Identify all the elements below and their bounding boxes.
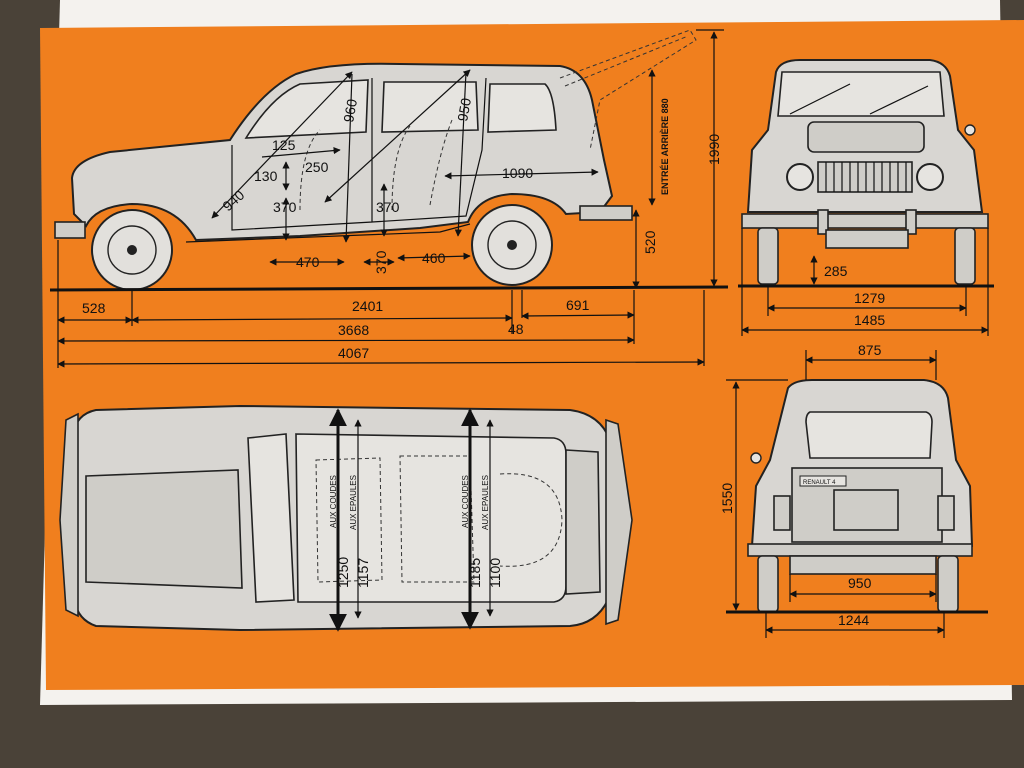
dim-528: 528 xyxy=(82,300,106,316)
rear-bumper xyxy=(579,205,633,221)
label-coudes-rear: AUX COUDES xyxy=(461,475,470,528)
plate xyxy=(833,489,899,531)
dim-370-gap: 370 xyxy=(373,250,389,274)
dim-2401: 2401 xyxy=(352,298,383,314)
dim-285: 285 xyxy=(824,263,848,279)
dim-125: 125 xyxy=(272,137,296,153)
rear-wheel xyxy=(471,204,553,286)
dim-1485: 1485 xyxy=(854,312,885,328)
dim-370-front-seat: 370 xyxy=(273,199,297,215)
dim-950: 950 xyxy=(454,97,474,123)
rear-bumper-top xyxy=(605,418,633,626)
front-tyre-right xyxy=(954,227,976,285)
rear-badge: RENAULT 4 xyxy=(803,480,836,486)
dim-875: 875 xyxy=(858,342,882,358)
dim-470: 470 xyxy=(296,254,320,270)
dim-1250: 1250 xyxy=(335,557,351,588)
rear-window xyxy=(805,411,933,459)
front-bumper-top xyxy=(59,412,79,618)
front-view: 285 1279 1485 xyxy=(738,59,994,336)
ground-line xyxy=(49,285,729,292)
front-wheel xyxy=(91,209,173,291)
rear-light-right xyxy=(937,495,955,531)
tailgate-open-outline xyxy=(559,29,697,151)
bonnet-top xyxy=(85,469,243,589)
label-coudes-front: AUX COUDES xyxy=(329,475,338,528)
rear-view: RENAULT 4 875 1550 950 1244 xyxy=(719,342,988,638)
dim-130: 130 xyxy=(254,168,278,184)
badge-box xyxy=(799,475,847,487)
dim-3668: 3668 xyxy=(338,322,369,338)
dim-1157: 1157 xyxy=(355,558,371,588)
dim-4067: 4067 xyxy=(338,345,369,361)
dim-370-rear-seat: 370 xyxy=(376,199,400,215)
label-epaules-rear: AUX EPAULES xyxy=(481,475,490,530)
dim-520: 520 xyxy=(642,230,658,254)
label-epaules-front: AUX EPAULES xyxy=(349,475,358,530)
rear-bumper-bar xyxy=(747,543,973,557)
side-sill xyxy=(185,223,471,243)
front-tyre-left xyxy=(757,227,779,285)
dim-691: 691 xyxy=(566,297,590,313)
dim-250: 250 xyxy=(305,159,329,175)
front-bumper-bar xyxy=(741,213,989,229)
rear-tyre-left xyxy=(757,555,779,613)
tailgate-top xyxy=(565,449,601,595)
rear-tyre-right xyxy=(937,555,959,613)
rear-entry-label: ENTRÉE ARRIÈRE 880 xyxy=(660,98,670,195)
front-bumper xyxy=(54,221,86,239)
headlight-right xyxy=(916,163,944,191)
bonnet xyxy=(807,121,925,153)
dim-48: 48 xyxy=(508,321,524,337)
rear-light-left xyxy=(773,495,791,531)
dim-1244: 1244 xyxy=(838,612,869,628)
dim-1090: 1090 xyxy=(502,165,533,181)
side-view: 125 130 250 960 950 940 370 370 1090 470… xyxy=(49,29,729,368)
headlight-left xyxy=(786,163,814,191)
dim-960: 960 xyxy=(340,98,360,124)
dim-1550: 1550 xyxy=(719,483,735,514)
windscreen xyxy=(777,71,945,117)
top-view: AUX COUDES AUX EPAULES AUX COUDES AUX EP… xyxy=(59,404,633,632)
side-window-quarter xyxy=(487,83,557,133)
windscreen-top xyxy=(247,433,295,603)
dim-1100: 1100 xyxy=(487,558,503,588)
dim-950-rear: 950 xyxy=(848,575,872,591)
dim-1279: 1279 xyxy=(854,290,885,306)
dim-460: 460 xyxy=(422,250,446,266)
dim-1990: 1990 xyxy=(706,134,722,165)
dim-1185: 1185 xyxy=(467,558,483,588)
